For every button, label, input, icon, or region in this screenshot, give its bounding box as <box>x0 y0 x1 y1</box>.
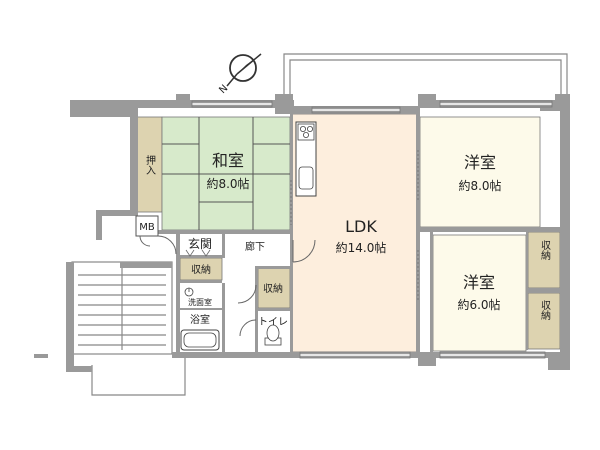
sink <box>298 166 314 190</box>
washbasin <box>184 287 194 297</box>
ldk-label: LDK <box>345 217 377 236</box>
ldk-area: 約14.0帖 <box>336 240 387 255</box>
compass-icon <box>226 53 262 87</box>
stair-dash-mark <box>34 354 48 358</box>
mb-label: MB <box>139 222 155 233</box>
washitsu-label: 和室 <box>212 151 244 170</box>
window-frames <box>191 100 553 359</box>
yoshitsu-2-room <box>432 234 527 352</box>
windows <box>192 103 552 356</box>
burner-icon <box>302 131 309 138</box>
shuno-rouka-label: 収納 <box>263 282 283 295</box>
yoshitsu-1-room <box>419 116 541 228</box>
rouka-label: 廊下 <box>245 240 265 253</box>
genkan-step <box>185 249 211 257</box>
oshiire-label: 押入 <box>144 154 156 175</box>
balcony <box>283 53 568 100</box>
washitsu-area: 約8.0帖 <box>206 176 249 191</box>
door-swings <box>139 235 316 337</box>
shuno-genkan-label: 収納 <box>191 263 211 276</box>
yoshitsu-1-label: 洋室 <box>464 153 496 172</box>
stove <box>297 123 315 141</box>
senmenshitsu-label: 洗面室 <box>188 297 212 307</box>
yoshitsu-1-area: 約8.0帖 <box>458 178 501 193</box>
stairwell <box>71 261 186 396</box>
sliding-doors <box>290 150 419 300</box>
shuno-right-2 <box>527 292 561 350</box>
kitchen <box>295 121 317 197</box>
burner-icon <box>299 126 306 133</box>
yoshitsu-2-label: 洋室 <box>463 273 495 292</box>
genkan-label: 玄関 <box>188 236 212 251</box>
toilet-fixture <box>264 324 282 346</box>
tatami-grid <box>162 117 290 230</box>
burner-icon <box>306 126 313 133</box>
yokushitsu-label: 浴室 <box>190 313 210 326</box>
toilet-label: トイレ <box>258 317 288 328</box>
shuno-right-1-label: 収納 <box>539 240 551 261</box>
shuno-right-2-label: 収納 <box>539 300 551 321</box>
mb-box <box>135 215 159 237</box>
bathtub <box>180 329 220 351</box>
yoshitsu-2-area: 約6.0帖 <box>457 297 500 312</box>
